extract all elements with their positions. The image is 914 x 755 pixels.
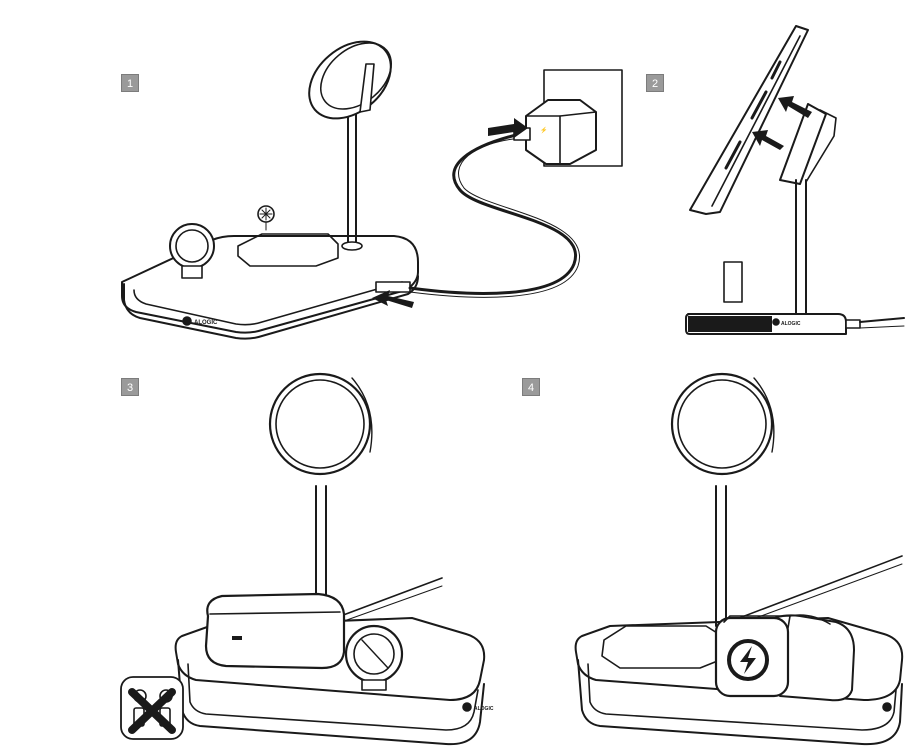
sun-led-icon xyxy=(257,205,275,231)
step-3-badge: 3 xyxy=(121,378,139,396)
brand-wordmark-2: ALOGIC xyxy=(781,321,801,327)
step-4-badge: 4 xyxy=(522,378,540,396)
step-2-badge: 2 xyxy=(646,74,664,92)
attach-arrow-bottom xyxy=(752,130,784,150)
brand-wordmark-3: ALOGIC xyxy=(474,706,494,712)
attach-arrow-top xyxy=(778,96,812,118)
brand-wordmark: ALOGIC xyxy=(194,320,218,326)
insert-arrow-base xyxy=(372,290,414,308)
step-1-badge: 1 xyxy=(121,74,139,92)
insert-arrow-adapter xyxy=(488,118,528,138)
lightning-bolt-icon xyxy=(727,639,769,681)
svg-text:⚡: ⚡ xyxy=(540,126,547,134)
panel-1-connect-power: ALOGIC ⚡ xyxy=(121,40,623,340)
panel-4-charge-watch xyxy=(574,372,904,746)
panel-3-charge-airpods: ALOGIC xyxy=(120,372,494,746)
panel-2-attach-phone: ALOGIC xyxy=(685,25,905,335)
no-metal-objects-icon xyxy=(120,676,184,740)
